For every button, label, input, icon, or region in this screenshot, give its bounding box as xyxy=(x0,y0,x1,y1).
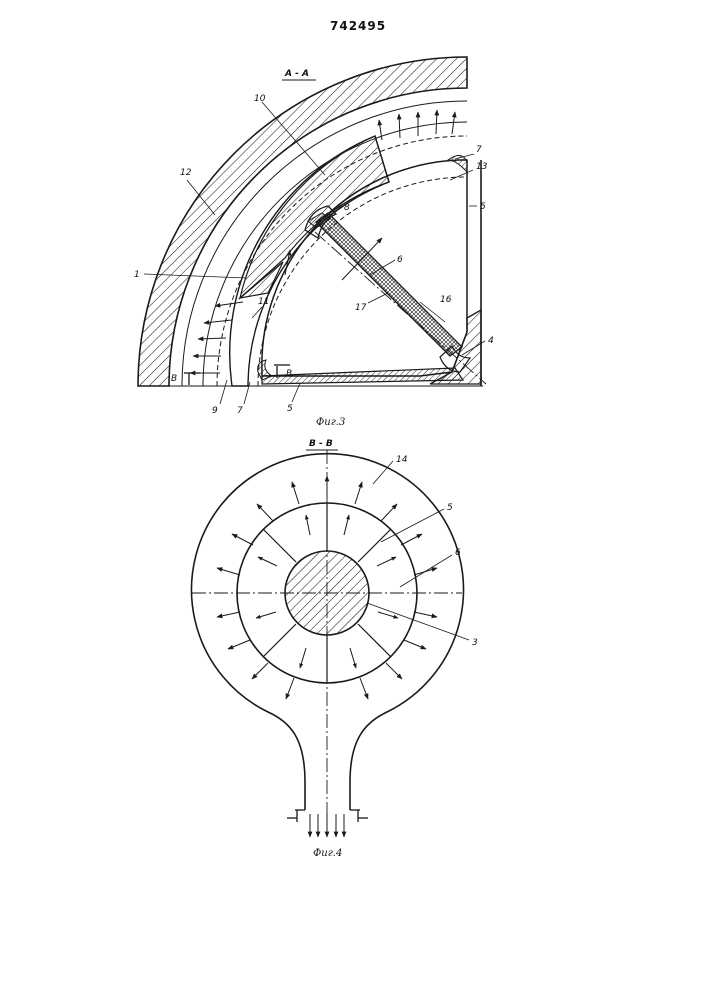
label-5-bottom: 5 xyxy=(287,404,293,414)
section-a-label: А - А xyxy=(284,69,309,79)
cut-label-right: B xyxy=(286,369,292,379)
section-b-label: В - В xyxy=(309,439,333,449)
label-17: 17 xyxy=(355,303,367,313)
label-12: 12 xyxy=(180,168,192,178)
cut-label-left: B xyxy=(171,374,177,384)
label-7-top: 7 xyxy=(476,145,482,155)
label-9: 9 xyxy=(212,406,218,416)
patent-number: 742495 xyxy=(330,19,386,33)
outlet-arrows xyxy=(310,814,344,837)
label-10: 10 xyxy=(254,94,266,104)
flow-arrows-left xyxy=(190,302,243,373)
label-14: 14 xyxy=(396,455,408,465)
label-11: 11 xyxy=(258,297,269,307)
label-6-fig4: 6 xyxy=(455,548,461,558)
label-8: 8 xyxy=(344,203,350,213)
diagonal-rib xyxy=(305,206,470,372)
label-6: 6 xyxy=(397,255,403,265)
label-5-fig4: 5 xyxy=(447,503,453,513)
figure-4: В - В xyxy=(192,439,479,859)
figure-4-caption: Фиг.4 xyxy=(313,848,342,859)
label-7-bottom: 7 xyxy=(237,406,243,416)
label-16: 16 xyxy=(440,295,452,305)
figure-3-caption: Фиг.3 xyxy=(316,417,345,428)
label-13: 13 xyxy=(476,162,488,172)
label-4: 4 xyxy=(488,336,494,346)
label-3: 3 xyxy=(472,638,478,648)
label-1: 1 xyxy=(134,270,140,280)
figure-3: B B А - А 10 12 1 11 7 13 5 xyxy=(134,57,494,428)
label-5-right: 5 xyxy=(480,202,486,212)
flow-arrows-top xyxy=(379,110,455,140)
